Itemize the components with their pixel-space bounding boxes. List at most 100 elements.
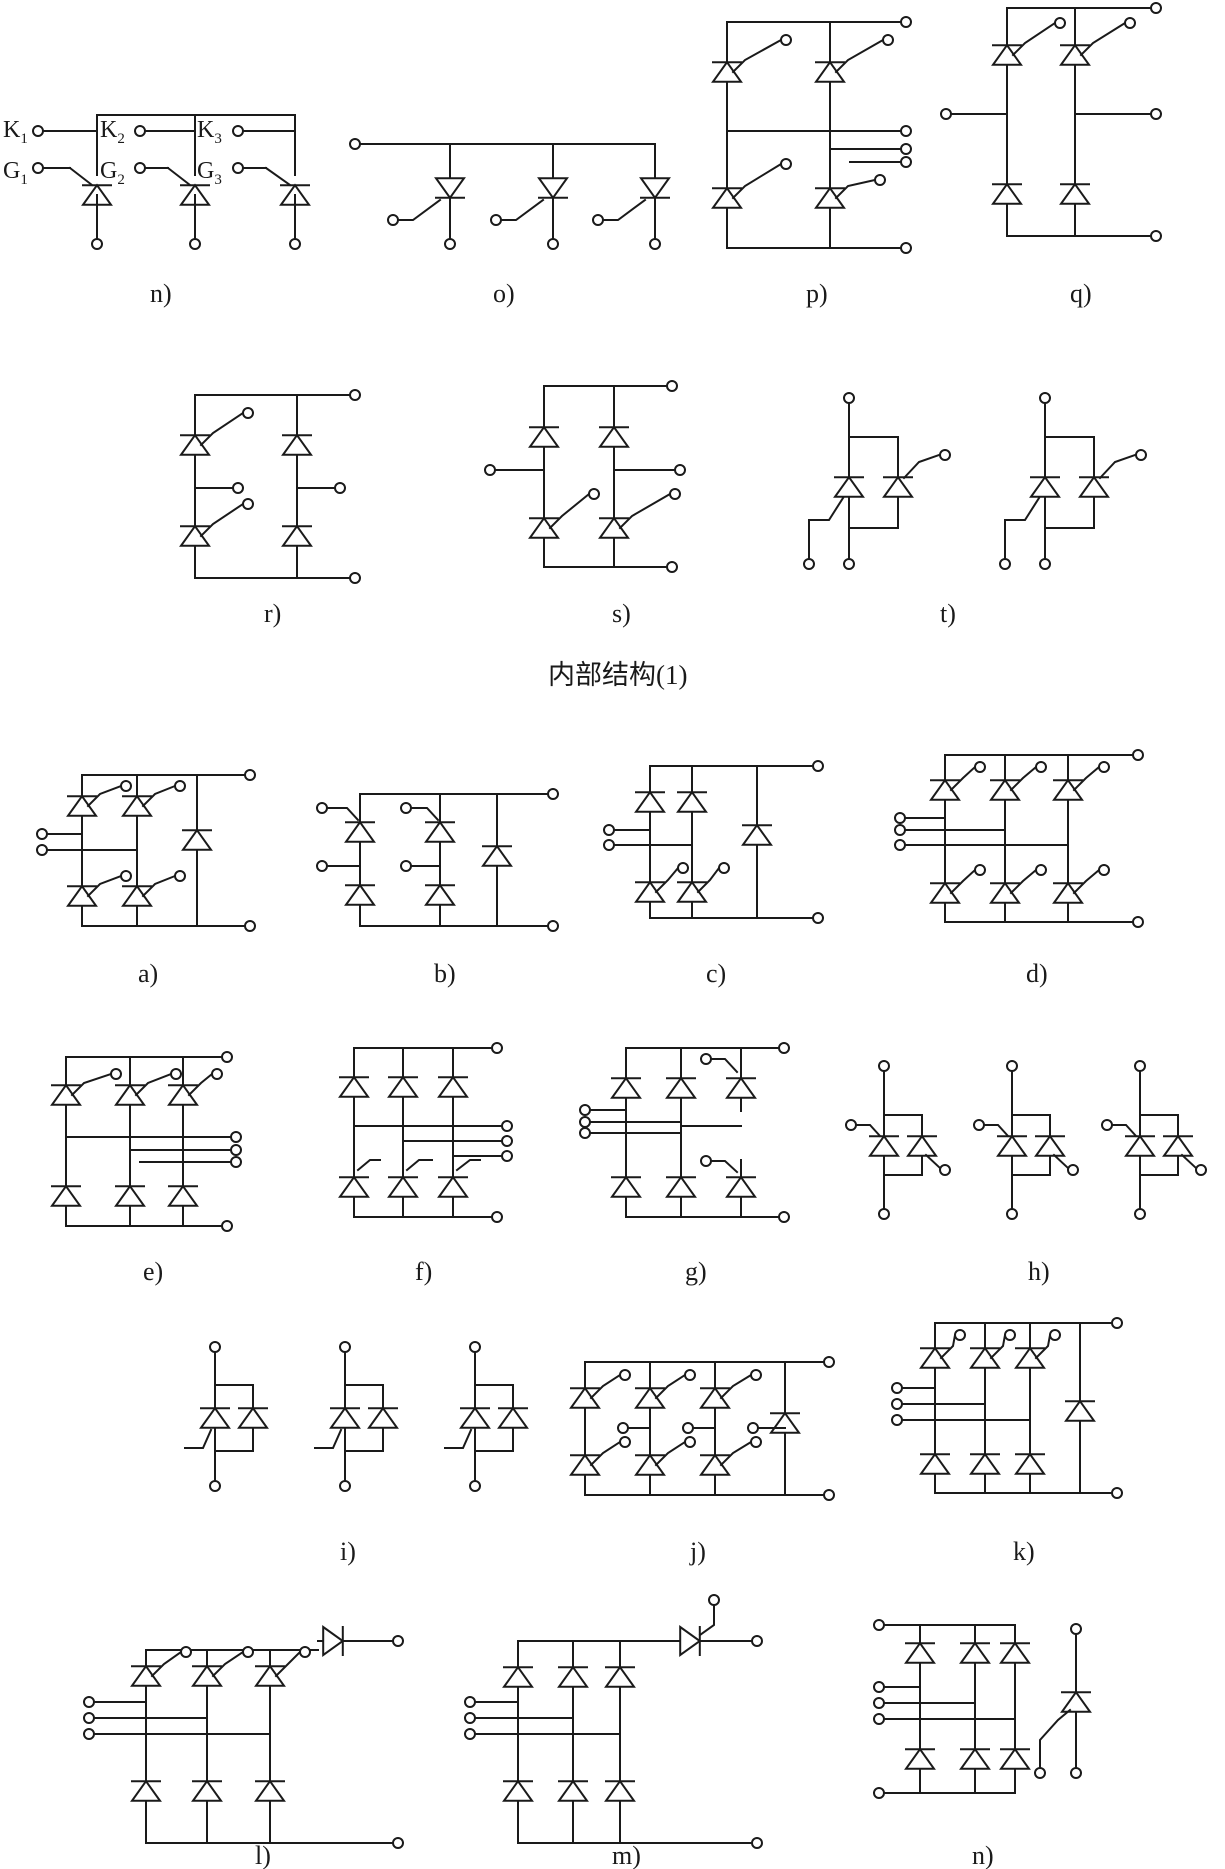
terminal-circle <box>1004 1329 1016 1341</box>
diode-icon <box>66 884 98 907</box>
wire <box>719 1373 753 1400</box>
terminal-circle <box>778 1042 790 1054</box>
terminal-circle <box>221 1051 233 1063</box>
diode-icon <box>665 1175 697 1198</box>
diode-icon <box>344 883 376 906</box>
wire <box>68 166 94 187</box>
figure-l-circuit <box>83 1625 404 1849</box>
wire <box>326 807 360 822</box>
terminal-circle <box>747 1422 759 1434</box>
terminal-circle <box>878 1060 890 1072</box>
diode-icon <box>634 1386 666 1409</box>
diode-icon <box>1029 475 1061 498</box>
figure-f-circuit <box>338 1042 513 1223</box>
terminal-circle <box>232 125 244 137</box>
terminal-circle <box>843 558 855 570</box>
diode-icon <box>610 1175 642 1198</box>
wire <box>989 1333 1007 1360</box>
diode-icon <box>557 1779 589 1802</box>
terminal-circle <box>242 498 254 510</box>
terminal-circle <box>845 1119 857 1131</box>
diode-icon <box>725 1076 757 1099</box>
terminal-circle <box>230 1156 242 1168</box>
diode-icon <box>991 43 1023 66</box>
terminal-circle <box>230 1131 242 1143</box>
figure-o-circuit <box>349 138 671 250</box>
terminal-circle <box>999 558 1011 570</box>
terminal-circle <box>684 1436 696 1448</box>
wire <box>710 1160 739 1174</box>
figure-j-circuit <box>569 1356 835 1501</box>
terminal-circle <box>1098 864 1110 876</box>
diode-icon <box>437 1075 469 1098</box>
terminal-circle <box>469 1480 481 1492</box>
wire <box>902 453 941 480</box>
terminal-circle <box>1035 864 1047 876</box>
terminal-circle <box>803 558 815 570</box>
diode-icon <box>322 1625 345 1657</box>
wire <box>86 874 123 898</box>
diode-icon <box>367 1406 399 1429</box>
wire <box>710 1058 739 1074</box>
diode-icon <box>66 794 98 817</box>
diode-icon <box>639 177 671 200</box>
terminal-circle <box>1150 108 1162 120</box>
diode-icon <box>1014 1346 1046 1369</box>
terminal-circle <box>823 1356 835 1368</box>
figure-t-circuit <box>803 392 1147 570</box>
diode-icon <box>1124 1134 1156 1157</box>
pin-label-k3: K3 <box>197 117 222 147</box>
diode-icon <box>167 1184 199 1207</box>
caption-k: k) <box>1013 1537 1035 1566</box>
terminal-circle <box>244 920 256 932</box>
diode-icon <box>50 1083 82 1106</box>
terminal-circle <box>1006 1060 1018 1072</box>
terminal-circle <box>501 1150 513 1162</box>
wire <box>134 1072 173 1097</box>
terminal-circle <box>110 1068 122 1080</box>
diode-icon <box>569 1453 601 1476</box>
terminal-circle <box>973 1119 985 1131</box>
terminal-circle <box>349 138 361 150</box>
terminal-circle <box>812 760 824 772</box>
diode-icon <box>959 1747 991 1770</box>
terminal-circle <box>891 1382 903 1394</box>
terminal-circle <box>649 238 661 250</box>
terminal-circle <box>1101 1119 1113 1131</box>
caption-e: e) <box>143 1257 163 1286</box>
wire <box>1111 1124 1138 1138</box>
caption-s: s) <box>612 599 631 628</box>
terminal-circle <box>677 862 689 874</box>
terminal-circle <box>232 162 244 174</box>
terminal-circle <box>684 1369 696 1381</box>
wire <box>1098 453 1137 480</box>
terminal-circle <box>1150 2 1162 14</box>
diode-icon <box>528 516 560 539</box>
diode-icon <box>537 177 569 200</box>
terminal-circle <box>170 1068 182 1080</box>
diode-icon <box>121 794 153 817</box>
figure-b-circuit <box>316 788 559 932</box>
diode-icon <box>179 433 211 456</box>
terminal-circle <box>873 1619 885 1631</box>
wire <box>410 807 440 822</box>
diode-icon <box>1052 778 1084 801</box>
diode-icon <box>711 186 743 209</box>
terminal-circle <box>91 238 103 250</box>
terminal-circle <box>180 1646 192 1658</box>
terminal-circle <box>780 34 792 46</box>
wire <box>602 198 647 221</box>
diode-icon <box>676 790 708 813</box>
diode-icon <box>989 778 1021 801</box>
terminal-circle <box>334 482 346 494</box>
terminal-circle <box>891 1398 903 1410</box>
terminal-circle <box>1135 449 1147 461</box>
terminal-circle <box>230 1144 242 1156</box>
diode-icon <box>437 1175 469 1198</box>
diode-icon <box>679 1625 702 1657</box>
diode-icon <box>882 475 914 498</box>
figure-n-top-pin-labels: K1 G1 K2 G2 K3 G3 <box>3 117 222 188</box>
diode-icon <box>969 1346 1001 1369</box>
caption-q: q) <box>1070 279 1092 308</box>
diode-icon <box>959 1641 991 1664</box>
